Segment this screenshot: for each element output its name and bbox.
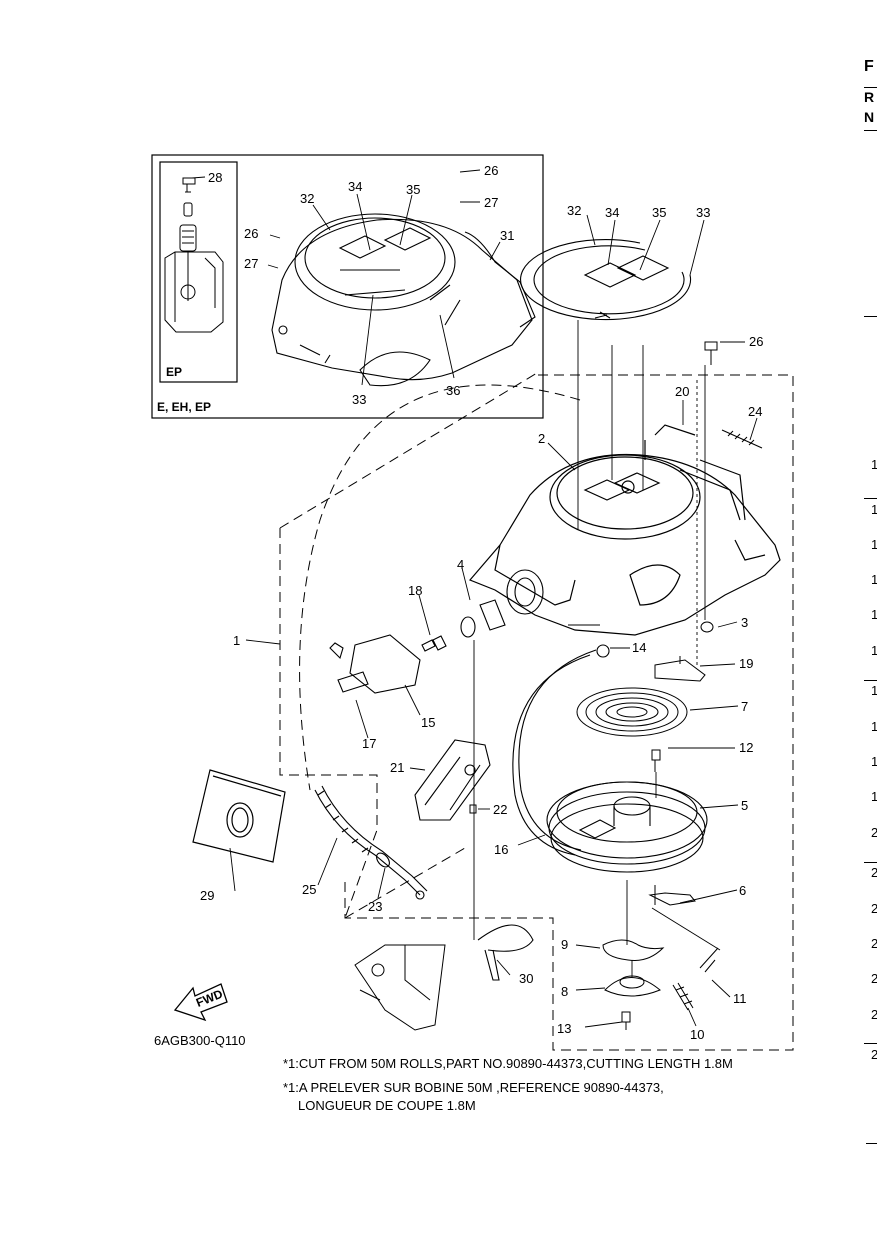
callout-1: 1 <box>233 633 240 648</box>
edge-item: 1 <box>871 572 877 587</box>
callout-26: 26 <box>749 334 763 349</box>
edge-item: 1 <box>871 754 877 769</box>
cable-16 <box>518 649 597 851</box>
edge-item: 2 <box>871 1047 877 1062</box>
callout-18: 18 <box>408 583 422 598</box>
edge-item: 2 <box>871 1007 877 1022</box>
note-line-fr-1: *1:A PRELEVER SUR BOBINE 50M ,REFERENCE … <box>283 1080 664 1095</box>
callout-6: 6 <box>739 883 746 898</box>
edge-item: 2 <box>871 936 877 951</box>
edge-item: 1 <box>871 789 877 804</box>
callout-8: 8 <box>561 984 568 999</box>
callout-35: 35 <box>406 182 420 197</box>
inset-ep-label: EP <box>166 365 182 379</box>
callout-24: 24 <box>748 404 762 419</box>
callout-32: 32 <box>300 191 314 206</box>
callout-31: 31 <box>500 228 514 243</box>
callout-35: 35 <box>652 205 666 220</box>
small-parts-right <box>469 341 763 1030</box>
edge-header: F <box>864 58 874 75</box>
callout-3: 3 <box>741 615 748 630</box>
callout-27: 27 <box>484 195 498 210</box>
callout-25: 25 <box>302 882 316 897</box>
edge-item: 1 <box>871 607 877 622</box>
callout-26: 26 <box>484 163 498 178</box>
ep-bracket-drawing <box>164 177 224 333</box>
callout-9: 9 <box>561 937 568 952</box>
edge-item: 1 <box>871 457 877 472</box>
callout-23: 23 <box>368 899 382 914</box>
callout-7: 7 <box>741 699 748 714</box>
starter-housing <box>468 424 781 636</box>
callout-20: 20 <box>675 384 689 399</box>
callout-29: 29 <box>200 888 214 903</box>
figure-id: 6AGB300-Q110 <box>154 1033 246 1048</box>
edge-item: 2 <box>871 825 877 840</box>
note-line-fr-2: LONGUEUR DE COUPE 1.8M <box>298 1098 476 1113</box>
inset-box-e-eh-ep <box>151 154 544 419</box>
callout-28: 28 <box>208 170 222 185</box>
leader-lines <box>191 169 758 1028</box>
callout-30: 30 <box>519 971 533 986</box>
edge-item: 2 <box>871 971 877 986</box>
edge-item: 2 <box>871 865 877 880</box>
callout-36: 36 <box>446 383 460 398</box>
callout-22: 22 <box>493 802 507 817</box>
callout-14: 14 <box>632 640 646 655</box>
inset-starter-housing <box>271 213 536 387</box>
edge-item: 1 <box>871 719 877 734</box>
callout-34: 34 <box>348 179 362 194</box>
drum-pulley <box>546 781 708 873</box>
edge-item: 2 <box>871 901 877 916</box>
edge-item: 1 <box>871 502 877 517</box>
callout-27: 27 <box>244 256 258 271</box>
edge-header: N <box>864 109 875 125</box>
callout-19: 19 <box>739 656 753 671</box>
callout-34: 34 <box>605 205 619 220</box>
callout-33: 33 <box>696 205 710 220</box>
callout-16: 16 <box>494 842 508 857</box>
edge-header: R <box>864 89 875 105</box>
callout-11: 11 <box>733 991 747 1006</box>
cover-plate <box>192 769 286 863</box>
spiral-spring <box>576 687 688 737</box>
fwd-arrow-icon: FWD <box>173 983 228 1022</box>
bracket-lower <box>354 944 446 1031</box>
note-line-en: *1:CUT FROM 50M ROLLS,PART NO.90890-4437… <box>283 1056 733 1071</box>
edge-item: 1 <box>871 537 877 552</box>
callout-4: 4 <box>457 557 464 572</box>
callout-15: 15 <box>421 715 435 730</box>
reference-lines <box>473 320 721 978</box>
section-label: E, EH, EP <box>157 400 211 414</box>
callout-33: 33 <box>352 392 366 407</box>
callout-2: 2 <box>538 431 545 446</box>
callout-5: 5 <box>741 798 748 813</box>
edge-item: 1 <box>871 643 877 658</box>
callout-21: 21 <box>390 760 404 775</box>
callout-32: 32 <box>567 203 581 218</box>
assembly-boundaries <box>279 372 794 1051</box>
callout-17: 17 <box>362 736 376 751</box>
callout-numbers: 28 26 27 26 27 32 34 35 31 33 36 32 34 3… <box>200 163 763 1042</box>
throttle-cable <box>314 785 428 900</box>
callout-10: 10 <box>690 1027 704 1042</box>
cable-clamp <box>477 924 534 981</box>
callout-12: 12 <box>739 740 753 755</box>
decal-set <box>520 239 692 321</box>
throttle-lever <box>414 739 491 821</box>
handle-and-cable-parts <box>329 569 544 694</box>
edge-item: 1 <box>871 683 877 698</box>
callout-26: 26 <box>244 226 258 241</box>
callout-13: 13 <box>557 1021 571 1036</box>
